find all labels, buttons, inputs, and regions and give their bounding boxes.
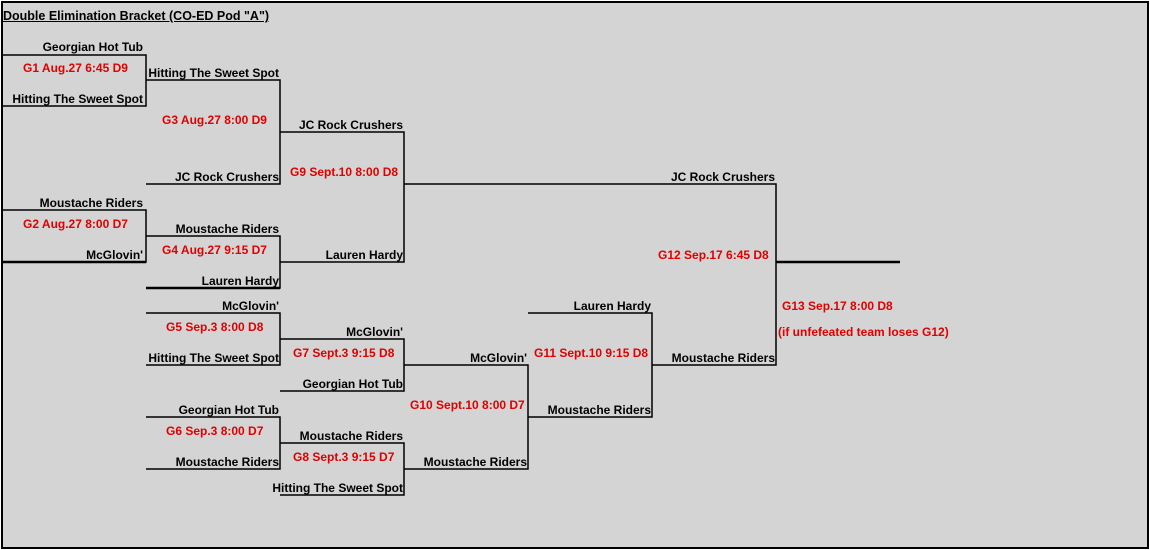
team-slot: McGlovin': [346, 325, 403, 339]
game-label-g12: G12 Sep.17 6:45 D8: [658, 248, 769, 262]
bracket-title: Double Elimination Bracket (CO-ED Pod "A…: [3, 9, 270, 23]
game-label-g11: G11 Sept.10 9:15 D8: [534, 346, 649, 360]
team-slot: Moustache Riders: [299, 429, 403, 443]
team-slot: Lauren Hardy: [325, 248, 403, 262]
g12-bracket-line: [404, 183, 777, 366]
g11-bracket-line: [528, 312, 653, 418]
game-label-g10: G10 Sept.10 8:00 D7: [410, 398, 525, 412]
team-slot: Hitting The Sweet Spot: [148, 66, 279, 80]
g10-bracket-line: [404, 364, 529, 470]
game-label-g9: G9 Sept.10 8:00 D8: [290, 165, 399, 179]
team-slot: McGlovin': [86, 248, 143, 262]
team-slot: Moustache Riders: [175, 455, 279, 469]
team-slot: Hitting The Sweet Spot: [148, 351, 279, 365]
game-label-g2: G2 Aug.27 8:00 D7: [23, 217, 128, 231]
g9-bracket-line: [280, 131, 405, 263]
team-slot: Hitting The Sweet Spot: [12, 92, 143, 106]
g3-bracket-line: [146, 79, 281, 185]
g13-note: (if unfefeated team loses G12): [778, 325, 949, 339]
team-slot: McGlovin': [470, 351, 527, 365]
team-slot: Moustache Riders: [423, 455, 527, 469]
team-slot: Moustache Riders: [175, 222, 279, 236]
team-slot: Moustache Riders: [39, 196, 143, 210]
team-slot: Georgian Hot Tub: [302, 377, 403, 391]
game-label-g5: G5 Sep.3 8:00 D8: [166, 320, 264, 334]
game-label-g8: G8 Sept.3 9:15 D7: [293, 450, 395, 464]
team-slot: Georgian Hot Tub: [178, 403, 279, 417]
team-slot: McGlovin': [222, 299, 279, 313]
game-label-g13: G13 Sep.17 8:00 D8: [782, 299, 893, 313]
game-label-g4: G4 Aug.27 9:15 D7: [162, 243, 267, 257]
team-slot: Lauren Hardy: [201, 274, 279, 288]
team-slot: JC Rock Crushers: [298, 118, 403, 132]
game-label-g1: G1 Aug.27 6:45 D9: [23, 61, 128, 75]
team-slot: Georgian Hot Tub: [42, 40, 143, 54]
game-label-g6: G6 Sep.3 8:00 D7: [166, 424, 264, 438]
team-slot: JC Rock Crushers: [670, 170, 775, 184]
team-slot: Moustache Riders: [547, 403, 651, 417]
team-slot: JC Rock Crushers: [174, 170, 279, 184]
game-label-g3: G3 Aug.27 8:00 D9: [162, 113, 267, 127]
team-slot: Moustache Riders: [671, 351, 775, 365]
team-slot: Hitting The Sweet Spot: [272, 481, 403, 495]
team-slot: Lauren Hardy: [573, 299, 651, 313]
game-label-g7: G7 Sept.3 9:15 D8: [293, 346, 395, 360]
